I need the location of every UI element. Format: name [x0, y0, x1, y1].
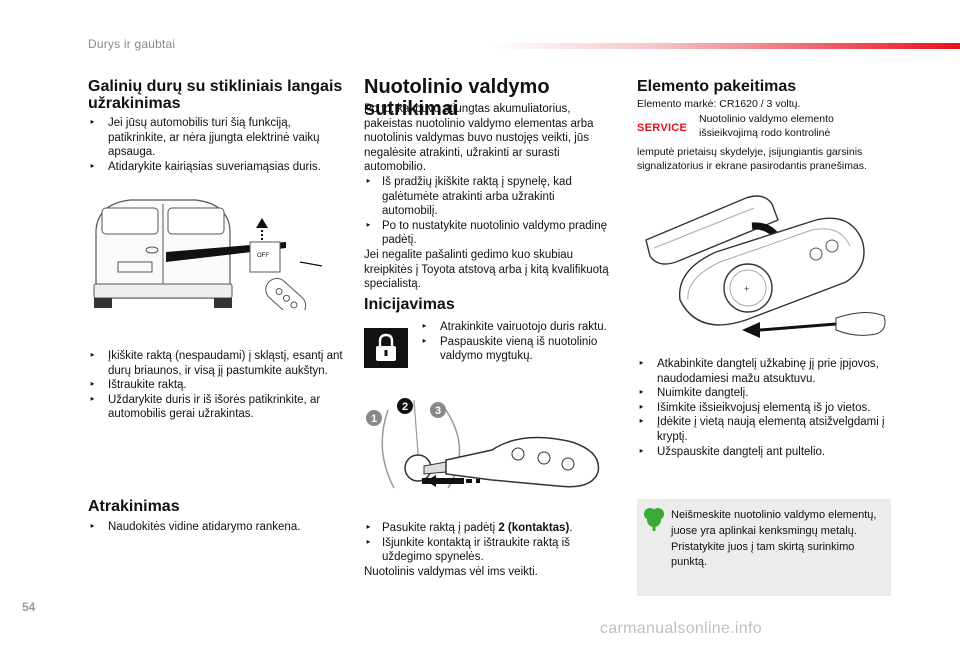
- environment-note-box: [637, 499, 891, 596]
- list-item: Užspauskite dangtelį ant pultelio.: [637, 445, 892, 460]
- initialization-list: Atrakinkite vairuotojo duris raktu. Pasp…: [420, 320, 620, 364]
- svg-text:3: 3: [435, 405, 441, 417]
- step-3-marker: 3: [430, 402, 446, 418]
- list-item: Išjunkite kontaktą ir ištraukite raktą i…: [364, 536, 614, 565]
- list-item: Iš pradžių įkiškite raktą į spynelę, kad…: [364, 175, 609, 219]
- heading-rear-door-locking: Galinių durų su stikliniais langais užra…: [88, 78, 343, 112]
- key-insertion-steps-list: Įkiškite raktą (nespaudami) į skląstį, e…: [88, 349, 350, 422]
- remote-malfunction-text: Po to, kai buvo atjungtas akumuliatorius…: [364, 102, 609, 292]
- step-2-marker: 2: [397, 398, 413, 414]
- heading-battery-replacement: Elemento pakeitimas: [637, 78, 797, 95]
- heading-unlocking: Atrakinimas: [88, 498, 180, 515]
- key-ignition-illustration: 1 2 3: [366, 398, 600, 489]
- list-item: Naudokitės vidine atidarymo rankena.: [88, 520, 348, 535]
- svg-text:1: 1: [371, 413, 377, 425]
- environment-note-text: Neišmeskite nuotolinio valdymo elementų,…: [671, 509, 877, 569]
- list-item: Atidarykite kairiąsias suveriamąsias dur…: [88, 160, 346, 175]
- list-item: Pasukite raktą į padėtį 2 (kontaktas).: [364, 521, 614, 536]
- list-item: Įkiškite raktą (nespaudami) į skląstį, e…: [88, 349, 350, 378]
- list-item: Paspauskite vieną iš nuotolinio valdymo …: [420, 335, 620, 364]
- ignition-steps-list: Pasukite raktą į padėtį 2 (kontaktas). I…: [364, 521, 614, 565]
- service-text-continued: lemputė prietaisų skydelyje, įsijungiant…: [637, 146, 867, 173]
- battery-steps-list: Atkabinkite dangtelį užkabinę jį prie įp…: [637, 357, 892, 459]
- remote-steps-list: Iš pradžių įkiškite raktą į spynelę, kad…: [364, 175, 609, 248]
- list-item: Jei jūsų automobilis turi šią funkciją, …: [88, 116, 346, 160]
- padlock-icon: [364, 328, 408, 368]
- remote-battery-illustration: +: [645, 195, 886, 338]
- svg-text:OFF: OFF: [257, 253, 269, 259]
- paragraph: Jei negalite pašalinti gedimo kuo skubia…: [364, 248, 609, 291]
- paragraph: Po to, kai buvo atjungtas akumuliatorius…: [364, 103, 594, 174]
- position-2-label: 2 (kontaktas): [498, 522, 570, 534]
- initialization-final-text: Pasukite raktą į padėtį 2 (kontaktas). I…: [364, 521, 614, 579]
- tree-icon: [644, 508, 664, 531]
- heading-initialization: Inicijavimas: [364, 296, 455, 313]
- service-warning-icon: SERVICE: [637, 122, 688, 134]
- list-item: Įdėkite į vietą naują elementą atsižvelg…: [637, 415, 892, 444]
- svg-text:+: +: [744, 284, 749, 294]
- list-item: Po to nustatykite nuotolinio valdymo pra…: [364, 219, 609, 248]
- svg-text:2: 2: [402, 401, 408, 413]
- unlocking-list: Naudokitės vidine atidarymo rankena.: [88, 520, 348, 535]
- list-item: Atrakinkite vairuotojo duris raktu.: [420, 320, 620, 335]
- service-text: Nuotolinio valdymo elemento išsieikvojim…: [699, 113, 834, 140]
- step-1-marker: 1: [366, 410, 382, 426]
- list-item: Nuimkite dangtelį.: [637, 386, 892, 401]
- rear-door-steps-list: Jei jūsų automobilis turi šią funkciją, …: [88, 116, 346, 174]
- section-title: Durys ir gaubtai: [88, 37, 176, 51]
- watermark: carmanualsonline.info: [600, 620, 762, 637]
- header-accent-bar: [490, 43, 960, 49]
- list-item: Uždarykite duris ir iš išorės patikrinki…: [88, 393, 350, 422]
- list-item: Atkabinkite dangtelį užkabinę jį prie įp…: [637, 357, 892, 386]
- battery-brand-text: Elemento markė: CR1620 / 3 voltų.: [637, 98, 801, 110]
- paragraph: Nuotolinis valdymas vėl ims veikti.: [364, 565, 538, 578]
- heading-remote-malfunction: Nuotolinio valdymo sutrikimai: [364, 76, 550, 120]
- van-rear-illustration: OFF: [93, 199, 323, 310]
- list-item: Išimkite išsieikvojusį elementą iš jo vi…: [637, 401, 892, 416]
- page-number: 54: [22, 600, 36, 614]
- list-item: Ištraukite raktą.: [88, 378, 350, 393]
